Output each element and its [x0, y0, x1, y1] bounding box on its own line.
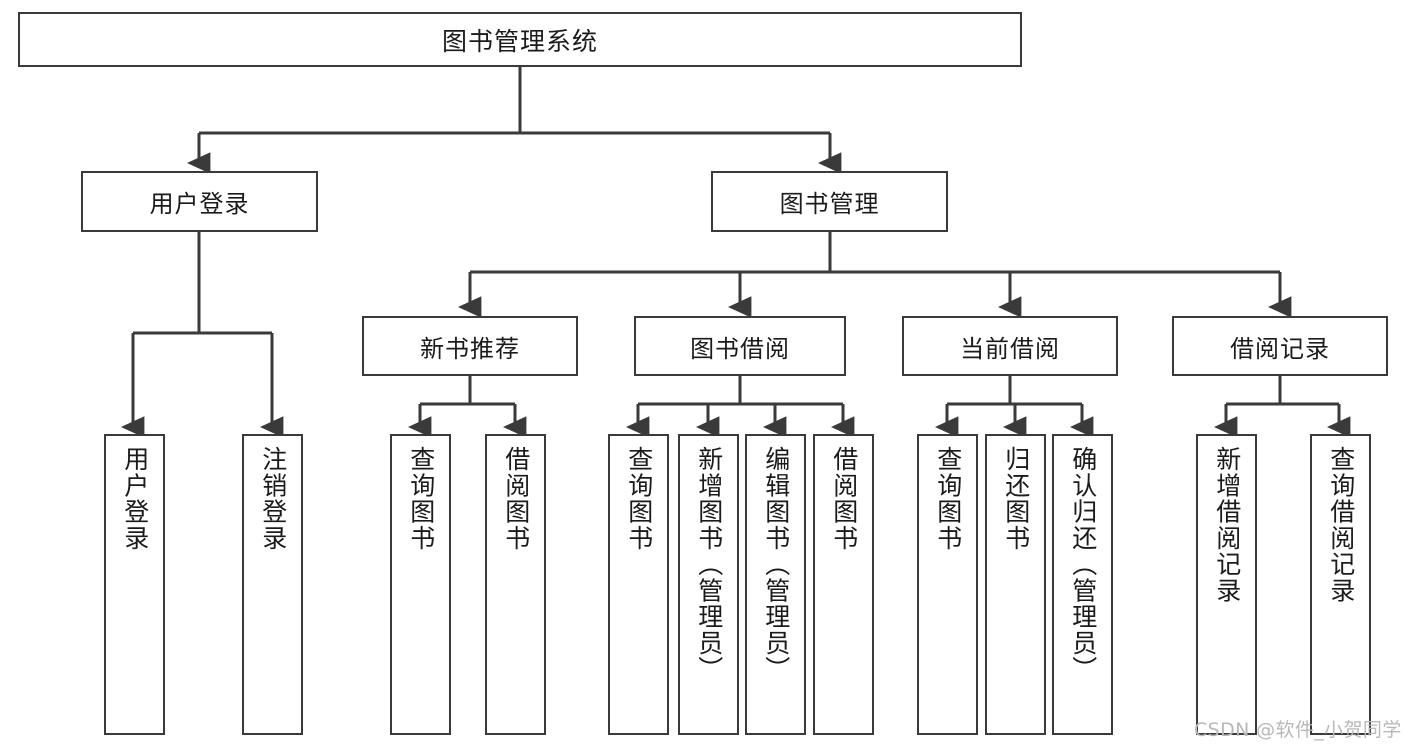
node-label: 查询图书 [624, 446, 654, 551]
node-borrow-record[interactable]: 借阅记录 [1172, 316, 1388, 376]
node-label: 用户登录 [149, 190, 250, 218]
leaf-logout[interactable]: 注销登录 [242, 434, 303, 735]
node-label: 图书借阅 [690, 334, 790, 363]
node-label: 新增图书（管理员） [694, 446, 724, 683]
node-book-management[interactable]: 图书管理 [711, 171, 948, 232]
leaf-borrow-book-recommend[interactable]: 借阅图书 [485, 434, 546, 735]
node-label: 归还图书 [1001, 446, 1031, 551]
node-label: 注销登录 [258, 446, 288, 551]
node-new-book-recommend[interactable]: 新书推荐 [362, 316, 578, 376]
node-root-system[interactable]: 图书管理系统 [18, 12, 1022, 67]
leaf-query-book-current[interactable]: 查询图书 [917, 434, 978, 735]
node-label: 编辑图书（管理员） [761, 446, 791, 683]
node-user-login[interactable]: 用户登录 [81, 171, 318, 232]
node-book-borrow[interactable]: 图书借阅 [634, 316, 846, 376]
leaf-borrow-book[interactable]: 借阅图书 [813, 434, 874, 735]
leaf-user-login[interactable]: 用户登录 [104, 434, 165, 735]
node-label: 图书管理 [779, 190, 880, 218]
leaf-add-borrow-record[interactable]: 新增借阅记录 [1196, 434, 1257, 735]
node-label: 查询借阅记录 [1326, 446, 1356, 604]
node-label: 查询图书 [933, 446, 963, 551]
node-label: 借阅图书 [829, 446, 859, 551]
csdn-watermark: CSDN @软件_小贺同学 [1194, 719, 1402, 741]
node-label: 查询图书 [406, 446, 436, 551]
leaf-query-book-borrow[interactable]: 查询图书 [608, 434, 669, 735]
node-label: 用户登录 [120, 446, 150, 551]
node-current-borrow[interactable]: 当前借阅 [902, 316, 1118, 376]
leaf-confirm-return-admin[interactable]: 确认归还（管理员） [1052, 434, 1113, 735]
node-label: 图书管理系统 [441, 26, 598, 56]
leaf-query-book-recommend[interactable]: 查询图书 [390, 434, 451, 735]
node-label: 当前借阅 [960, 334, 1060, 363]
node-label: 借阅记录 [1230, 334, 1330, 363]
node-label: 新书推荐 [420, 334, 520, 363]
leaf-return-book[interactable]: 归还图书 [985, 434, 1046, 735]
leaf-add-book-admin[interactable]: 新增图书（管理员） [678, 434, 739, 735]
leaf-edit-book-admin[interactable]: 编辑图书（管理员） [745, 434, 806, 735]
node-label: 借阅图书 [501, 446, 531, 551]
node-label: 确认归还（管理员） [1068, 446, 1098, 683]
node-label: 新增借阅记录 [1212, 446, 1242, 604]
leaf-query-borrow-record[interactable]: 查询借阅记录 [1310, 434, 1371, 735]
